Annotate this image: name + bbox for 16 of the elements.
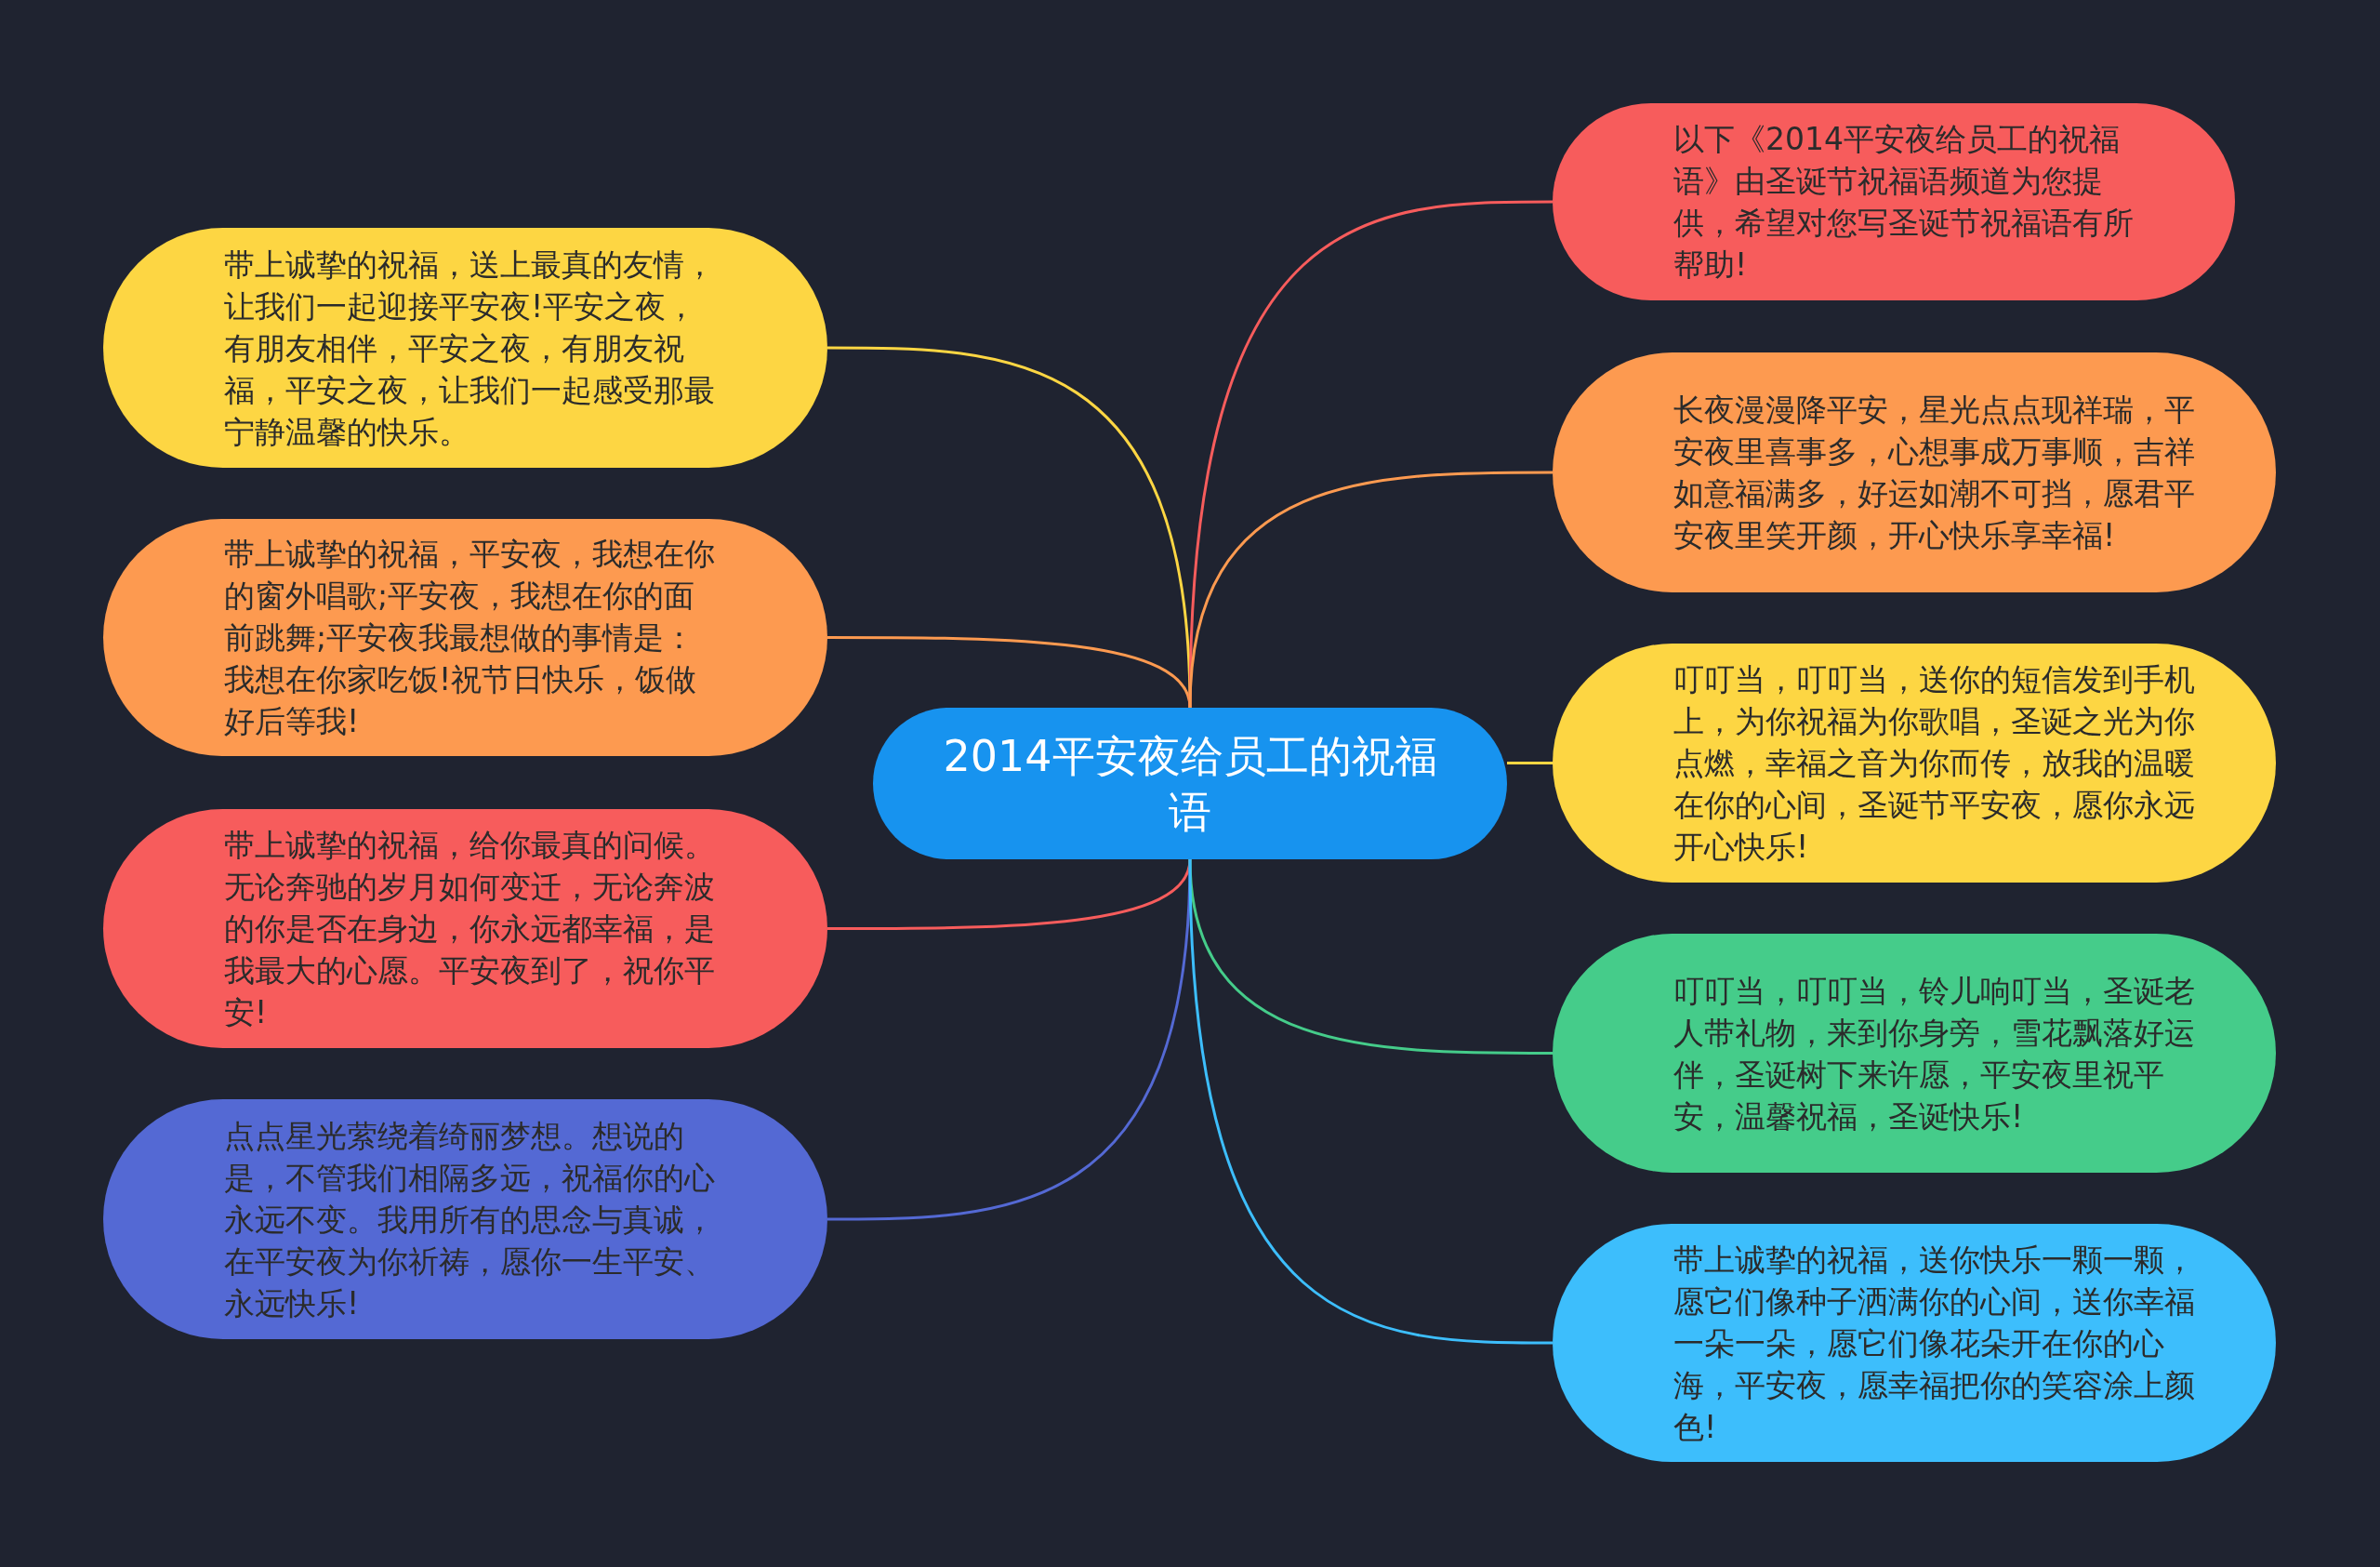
connector-line xyxy=(827,636,1192,709)
connector-line xyxy=(1188,200,1553,709)
message-bubble: 长夜漫漫降平安，星光点点现祥瑞，平安夜里喜事多，心想事成万事顺，吉祥如意福满多，好运如潮不可挡，愿君平安夜里笑开颜，开心快乐享幸福! xyxy=(1553,352,2276,592)
message-bubble: 以下《2014平安夜给员工的祝福语》由圣诞节祝福语频道为您提供，希望对您写圣诞节祝福语有所帮助! xyxy=(1553,103,2235,300)
message-bubble: 叮叮当，叮叮当，铃儿响叮当，圣诞老人带礼物，来到你身旁，雪花飘落好运伴，圣诞树下来许愿，平安夜里祝平安，温馨祝福，圣诞快乐! xyxy=(1553,934,2276,1173)
message-bubble: 带上诚挚的祝福，送上最真的友情，让我们一起迎接平安夜!平安之夜，有朋友相伴，平安之夜，有朋友祝福，平安之夜，让我们一起感受那最宁静温馨的快乐。 xyxy=(103,228,827,468)
connector-line xyxy=(1188,858,1553,1345)
connector-line xyxy=(1507,762,1553,764)
topic-bubble: 2014平安夜给员工的祝福语 xyxy=(873,708,1507,859)
message-bubble: 带上诚挚的祝福，平安夜，我想在你的窗外唱歌;平安夜，我想在你的面前跳舞;平安夜我最想做的事情是：我想在你家吃饭!祝节日快乐，饭做好后等我! xyxy=(103,519,827,756)
connector-line xyxy=(1188,471,1553,709)
message-bubble: 带上诚挚的祝福，送你快乐一颗一颗，愿它们像种子洒满你的心间，送你幸福一朵一朵，愿它们像花朵开在你的心海，平安夜，愿幸福把你的笑容涂上颜色! xyxy=(1553,1224,2276,1462)
connector-line xyxy=(827,858,1192,1221)
message-bubble: 叮叮当，叮叮当，送你的短信发到手机上，为你祝福为你歌唱，圣诞之光为你点燃，幸福之音为你而传，放我的温暖在你的心间，圣诞节平安夜，愿你永远开心快乐! xyxy=(1553,644,2276,883)
message-bubble: 点点星光萦绕着绮丽梦想。想说的是，不管我们相隔多远，祝福你的心永远不变。我用所有的思念与真诚，在平安夜为你祈祷，愿你一生平安、永远快乐! xyxy=(103,1099,827,1339)
message-bubble: 带上诚挚的祝福，给你最真的问候。无论奔驰的岁月如何变迁，无论奔波的你是否在身边，你永远都幸福，是我最大的心愿。平安夜到了，祝你平安! xyxy=(103,809,827,1048)
